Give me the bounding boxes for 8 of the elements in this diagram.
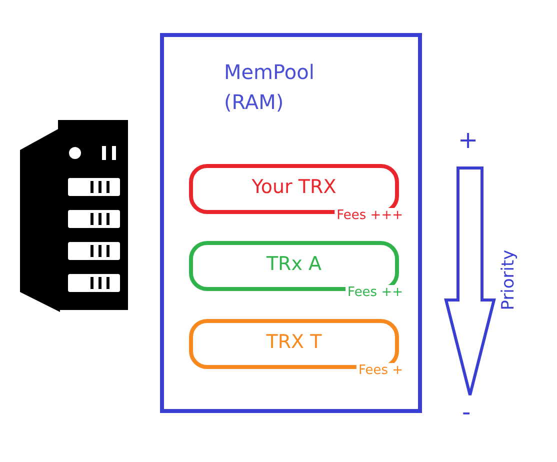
container-title: MemPool (RAM): [224, 59, 316, 116]
container-box: [160, 33, 422, 413]
transaction-label: TRX T: [265, 331, 323, 353]
axis-label: Priority: [498, 250, 518, 310]
transaction-label: Your TRX: [250, 176, 338, 198]
plus-sign: +: [458, 126, 478, 154]
transaction-label: TRx A: [265, 253, 323, 275]
minus-sign: -: [462, 398, 471, 426]
